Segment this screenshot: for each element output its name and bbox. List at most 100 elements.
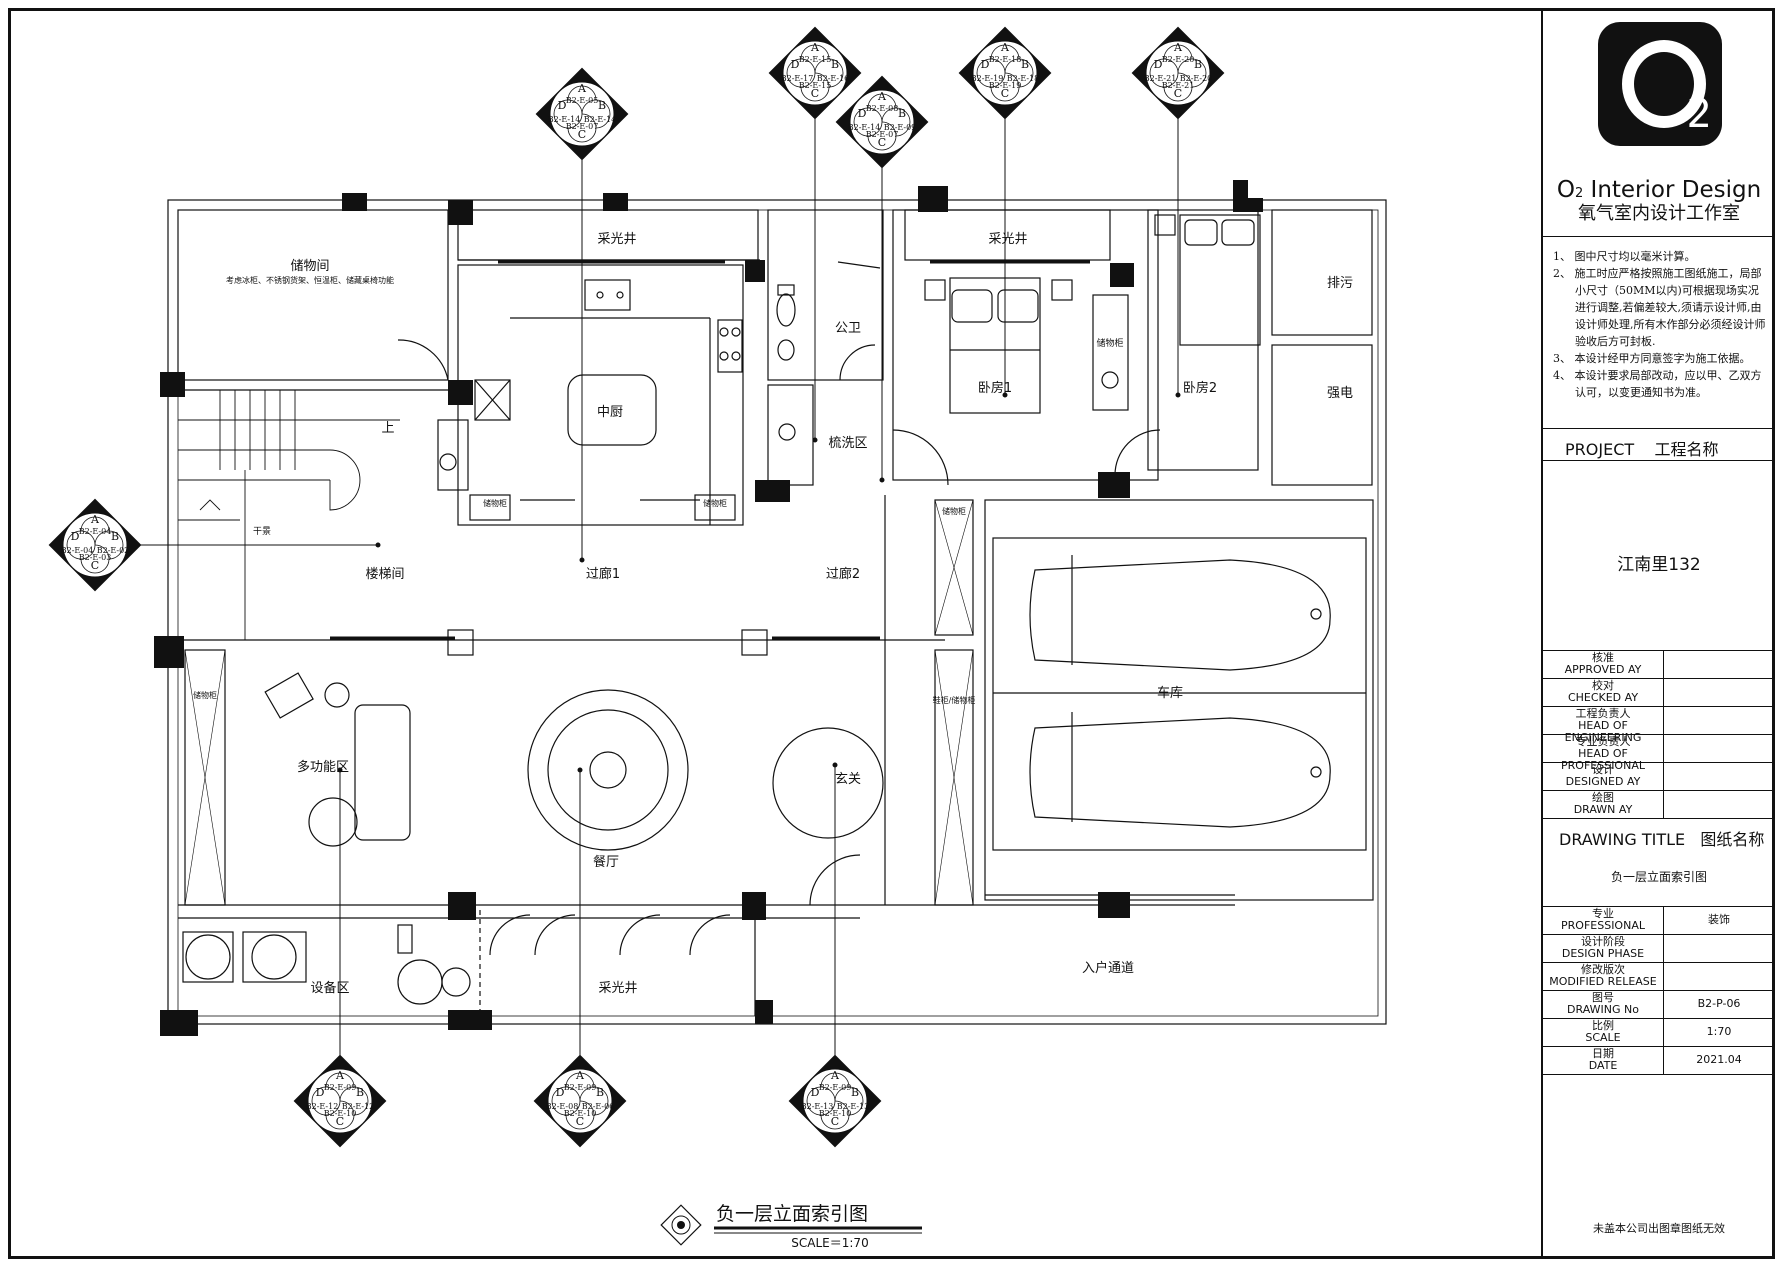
label-cabinet-3: 储物柜 bbox=[703, 498, 727, 508]
index-code-d: B2-E-14 bbox=[548, 115, 581, 124]
approval-label-cn: 校对 bbox=[1592, 679, 1614, 692]
label-storage: 储物间 bbox=[290, 259, 329, 274]
index-code-c: B2-E-19 bbox=[989, 81, 1022, 90]
index-letter-a: A bbox=[575, 1069, 585, 1082]
label-bedroom-2: 卧房2 bbox=[1183, 380, 1217, 396]
approval-label-cn: 工程负责人 bbox=[1575, 707, 1631, 720]
index-code-a: B2-E-09 bbox=[324, 1083, 357, 1092]
wash-area bbox=[767, 384, 814, 486]
car-2 bbox=[1029, 717, 1331, 828]
approval-label-cn: 核准 bbox=[1592, 651, 1614, 664]
index-quadrant bbox=[311, 1086, 341, 1116]
index-quadrant bbox=[853, 107, 883, 137]
index-code-b: B2-E-14 bbox=[584, 115, 617, 124]
index-code-d: B2-E-19 bbox=[971, 74, 1004, 83]
title-block: 2 O2 Interior Design 氧气室内设计工作室 1、 图中尺寸均以… bbox=[1541, 8, 1775, 1259]
index-code-b: B2-E-06 bbox=[582, 1102, 615, 1111]
index-quadrant bbox=[553, 99, 583, 129]
index-code-d: B2-E-12 bbox=[306, 1102, 339, 1111]
index-code-b: B2-E-13 bbox=[837, 1102, 870, 1111]
index-letter-c: C bbox=[1001, 87, 1009, 100]
index-code-d: B2-E-14 bbox=[848, 123, 881, 132]
index-leader-dot bbox=[879, 477, 885, 483]
meta-value: B2-P-06 bbox=[1697, 997, 1741, 1010]
label-corridor-2: 过廊2 bbox=[826, 566, 860, 582]
label-multi: 多功能区 bbox=[297, 759, 349, 775]
index-letter-b: B bbox=[111, 530, 119, 543]
index-letter-d: D bbox=[981, 58, 990, 71]
index-letter-b: B bbox=[356, 1086, 364, 1099]
approval-label-en: HEAD OF ENGINEERING bbox=[1564, 719, 1642, 744]
label-wash-area: 梳洗区 bbox=[828, 436, 867, 451]
index-quadrant bbox=[1149, 58, 1179, 88]
sheet-border bbox=[8, 8, 1775, 1259]
meta-label-cn: 专业 bbox=[1592, 907, 1614, 920]
plan-scale: SCALE＝1:70 bbox=[791, 1236, 868, 1250]
index-letter-a: A bbox=[335, 1069, 345, 1082]
approval-label-cn: 绘图 bbox=[1592, 791, 1614, 804]
index-letter-a: A bbox=[1000, 41, 1010, 54]
index-code-a: B2-E-09 bbox=[819, 1083, 852, 1092]
label-storage-note: 考虑冰柜、不锈钢货架、恒温柜、储藏桌椅功能 bbox=[226, 275, 394, 285]
index-code-c: B2-E-07 bbox=[566, 122, 599, 131]
index-code-c: B2-E-10 bbox=[819, 1109, 852, 1118]
stair bbox=[178, 390, 400, 640]
approval-label-en: CHECKED AY bbox=[1567, 691, 1639, 704]
index-code-a: B2-E-05 bbox=[566, 96, 599, 105]
note-4: 4、 本设计要求局部改动，应以甲、乙双方认可，以变更通知书为准。 bbox=[1553, 369, 1762, 399]
floor-plan: 储物间 考虑冰柜、不锈钢货架、恒温柜、储藏桌椅功能 采光井 采光井 中厨 公卫 … bbox=[48, 26, 1387, 1250]
index-quadrant bbox=[551, 1086, 581, 1116]
meta-label-en: DESIGN PHASE bbox=[1561, 947, 1645, 960]
index-letter-b: B bbox=[1021, 58, 1029, 71]
index-code-a: B2-E-20 bbox=[1162, 55, 1195, 64]
index-code-c: B2-E-07 bbox=[866, 130, 899, 139]
index-letter-d: D bbox=[858, 107, 867, 120]
drawing-title-name: 负一层立面索引图 bbox=[1610, 870, 1707, 884]
approval-label-en: APPROVED AY bbox=[1564, 663, 1642, 676]
meta-label-en: MODIFIED RELEASE bbox=[1549, 975, 1657, 988]
index-letter-b: B bbox=[851, 1086, 859, 1099]
index-code-b: B2-E-20 bbox=[1180, 74, 1213, 83]
index-code-d: B2-E-17 bbox=[781, 74, 814, 83]
note-3: 3、 本设计经甲方同意签字为施工依据。 bbox=[1553, 352, 1751, 365]
drawing-title-label-en: DRAWING TITLE bbox=[1559, 830, 1686, 849]
meta-value: 1:70 bbox=[1706, 1025, 1732, 1038]
bedroom-2 bbox=[1147, 209, 1259, 471]
index-letter-a: A bbox=[877, 90, 887, 103]
index-code-d: B2-E-13 bbox=[801, 1102, 834, 1111]
index-letter-d: D bbox=[1154, 58, 1163, 71]
project-label-en: PROJECT bbox=[1565, 440, 1635, 459]
index-code-a: B2-E-15 bbox=[799, 55, 832, 64]
approval-label-en: DESIGNED AY bbox=[1565, 775, 1641, 788]
index-letter-a: A bbox=[810, 41, 820, 54]
public-wc bbox=[767, 209, 884, 381]
kitchen-island bbox=[567, 374, 657, 446]
label-cabinet-4: 储物柜 bbox=[942, 506, 966, 516]
label-bedroom-1: 卧房1 bbox=[978, 380, 1012, 396]
index-code-c: B2-E-10 bbox=[564, 1109, 597, 1118]
index-code-b: B2-E-16 bbox=[817, 74, 850, 83]
garage bbox=[984, 499, 1374, 901]
meta-label-cn: 比例 bbox=[1592, 1019, 1614, 1032]
